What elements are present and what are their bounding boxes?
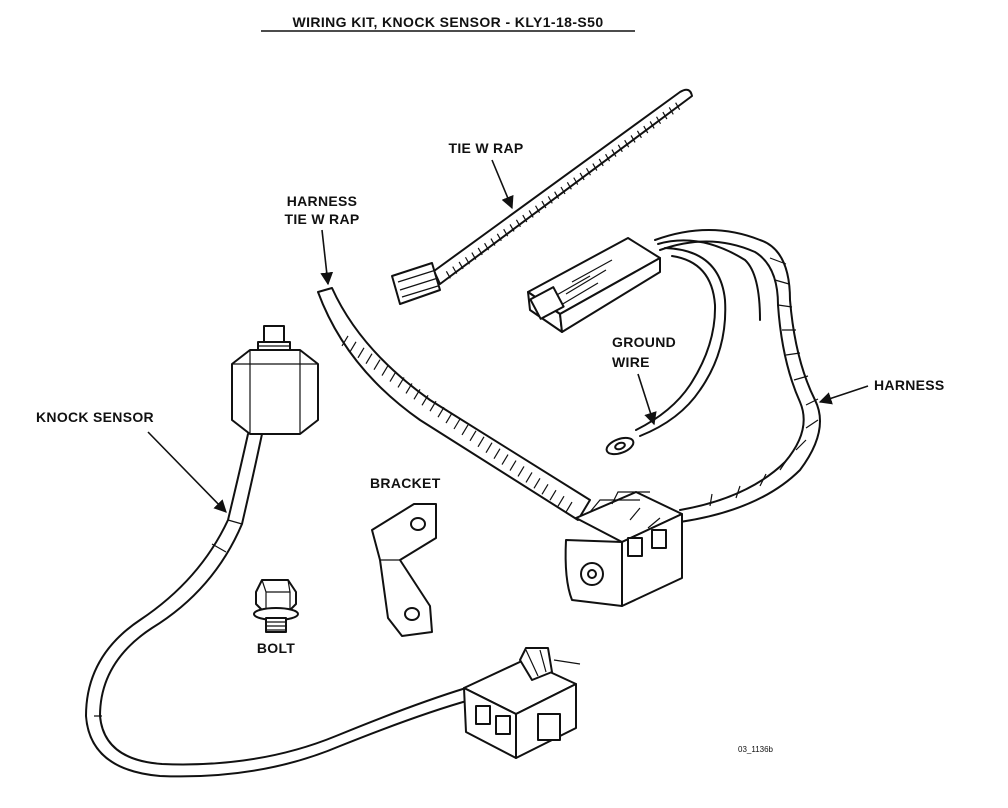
- harness-bundle: [605, 229, 821, 523]
- harness-tie-wrap-part: [317, 287, 591, 521]
- bolt-part: [253, 579, 299, 633]
- arrow-ground-wire: [637, 373, 657, 426]
- label-bracket: BRACKET: [370, 475, 441, 491]
- arrow-harness: [818, 385, 869, 405]
- knock-sensor-part: [85, 325, 471, 778]
- label-knock-sensor: KNOCK SENSOR: [36, 409, 154, 425]
- bracket-part: [371, 503, 437, 637]
- sensor-connector: [463, 647, 581, 759]
- label-harness-tie-wrap-1: HARNESS: [287, 193, 358, 209]
- tie-wrap-part: [391, 88, 693, 305]
- harness-connector-upright: [564, 491, 683, 607]
- figure-code: 03_1136b: [738, 745, 774, 754]
- label-harness-tie-wrap-2: TIE W RAP: [284, 211, 359, 227]
- label-ground-wire-2: WIRE: [612, 354, 650, 370]
- arrow-tie-wrap: [491, 159, 514, 210]
- label-tie-wrap: TIE W RAP: [448, 140, 523, 156]
- diagram-title: WIRING KIT, KNOCK SENSOR - KLY1-18-S50: [292, 14, 603, 30]
- harness-connector-flat: [527, 237, 661, 333]
- label-ground-wire-1: GROUND: [612, 334, 676, 350]
- label-bolt: BOLT: [257, 640, 295, 656]
- arrow-knock-sensor: [147, 431, 227, 513]
- arrow-harness-tie-wrap: [320, 229, 334, 286]
- label-harness: HARNESS: [874, 377, 945, 393]
